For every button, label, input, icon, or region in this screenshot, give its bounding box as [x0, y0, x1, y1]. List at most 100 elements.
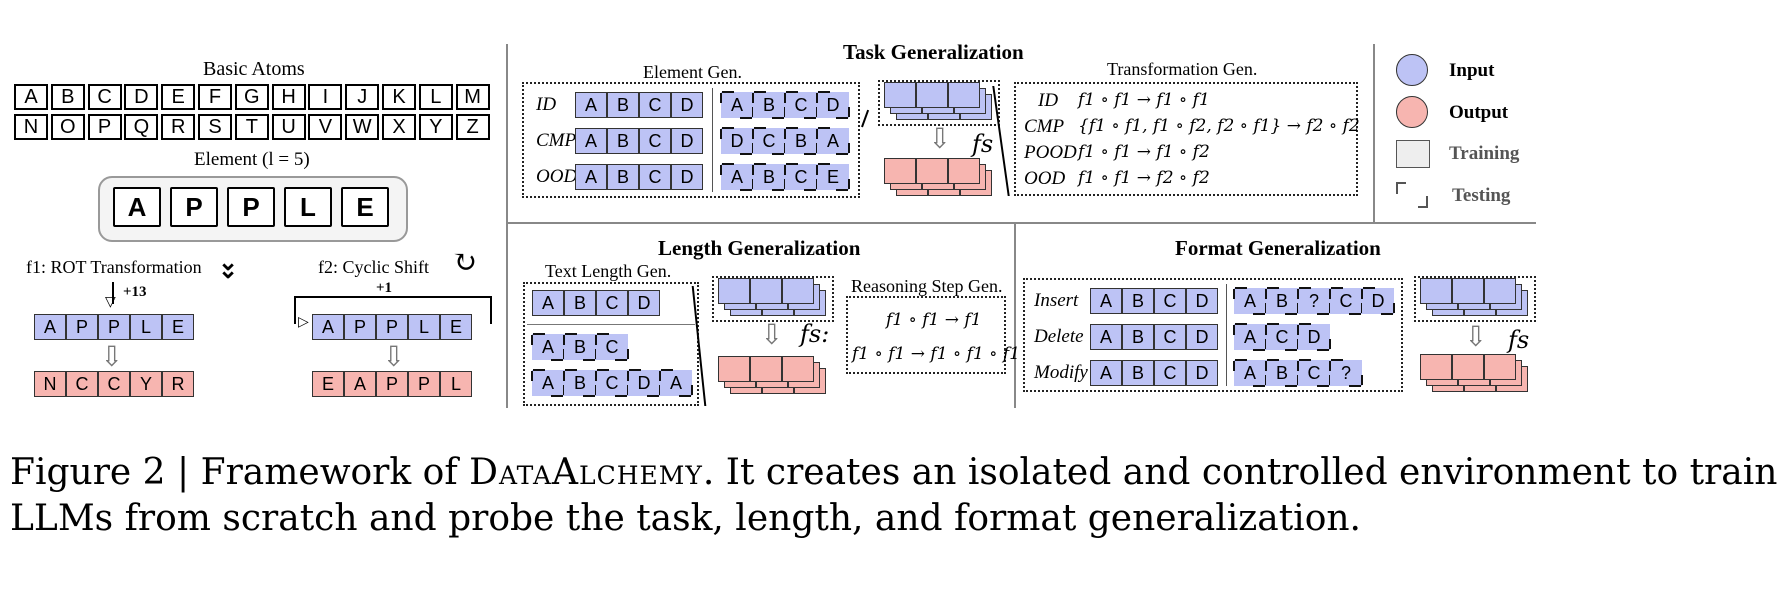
- chevron-double-down-icon: ⌄⌄: [218, 247, 239, 284]
- refresh-icon: ↻: [452, 245, 478, 280]
- stack-output-cell: [948, 158, 980, 184]
- test-cell: C: [595, 333, 629, 361]
- train-cell: A: [1090, 324, 1122, 350]
- atom-cell: X: [382, 114, 416, 140]
- atom-cell: E: [161, 84, 196, 110]
- train-test-separator: [527, 324, 695, 325]
- format-gen-box: [1023, 278, 1403, 392]
- test-cell: B: [563, 333, 597, 361]
- test-cell: ?: [1329, 359, 1363, 387]
- train-cell: A: [1090, 360, 1122, 386]
- stack-output-cell: [750, 356, 782, 382]
- train-cell: C: [639, 128, 671, 154]
- train-cell: C: [596, 290, 628, 316]
- train-cell: D: [1186, 360, 1218, 386]
- f1-output-cell: C: [98, 371, 130, 397]
- element-gen-title: Element Gen.: [643, 62, 742, 82]
- train-cell: D: [671, 128, 703, 154]
- f2-shift: +1: [376, 280, 393, 296]
- transform-expr: f1 ∘ f1 → f2 ∘ f2: [1078, 168, 1210, 188]
- hollow-down-arrow-icon: ⇩: [382, 340, 406, 373]
- stack-input-cell: [750, 278, 782, 304]
- stack-output-cell: [782, 356, 814, 382]
- test-cell: A: [531, 369, 565, 397]
- f2-input-cell: L: [408, 314, 440, 340]
- length-stack-box: [712, 276, 834, 322]
- format-gen-title: Format Generalization: [1175, 236, 1381, 260]
- transform-expr: f1 ∘ f1 → f1 ∘ f1: [1078, 90, 1210, 110]
- stack-input-cell: [1484, 278, 1516, 304]
- stack-output-cell: [718, 356, 750, 382]
- test-cell: C: [1329, 287, 1363, 315]
- atom-cell: Z: [455, 114, 490, 140]
- test-cell: B: [752, 163, 786, 191]
- train-cell: C: [639, 92, 671, 118]
- stack-output-cell: [916, 158, 948, 184]
- row-label: Modify: [1034, 362, 1088, 383]
- f1-shift: +13: [123, 284, 147, 300]
- train-cell: D: [628, 290, 660, 316]
- transform-label: ID: [1038, 90, 1059, 111]
- train-cell: A: [575, 92, 607, 118]
- format-stack-box: [1414, 276, 1536, 322]
- f2-output-cell: L: [440, 371, 472, 397]
- f1-input-cell: P: [66, 314, 98, 340]
- test-cell: B: [1265, 359, 1299, 387]
- atom-cell: T: [234, 114, 269, 140]
- element-letter: A: [113, 187, 161, 227]
- atom-cell: S: [198, 114, 232, 140]
- f1-output-cell: R: [162, 371, 194, 397]
- f2-input-cell: P: [376, 314, 408, 340]
- test-cell: D: [720, 127, 754, 155]
- train-cell: C: [639, 164, 671, 190]
- basic-atoms-title: Basic Atoms: [203, 58, 305, 80]
- atom-cell: U: [271, 114, 306, 140]
- reasoning-step-title: Reasoning Step Gen.: [851, 276, 1003, 296]
- output-legend-label: Output: [1449, 102, 1509, 123]
- train-cell: B: [607, 92, 639, 118]
- transform-gen-title: Transformation Gen.: [1107, 59, 1258, 79]
- f1-output-cell: N: [34, 371, 66, 397]
- atom-cell: Y: [418, 114, 453, 140]
- figure-caption-line-2: LLMs from scratch and probe the task, le…: [10, 498, 1362, 539]
- f1-input-cell: P: [98, 314, 130, 340]
- row-label: ID: [536, 94, 557, 115]
- atom-cell: Q: [124, 114, 159, 140]
- reasoning-step-box: [846, 296, 1006, 374]
- f2-output-cell: P: [376, 371, 408, 397]
- transform-label: POOD: [1024, 142, 1077, 163]
- atom-cell: H: [271, 84, 306, 110]
- panel-divider: [1373, 44, 1375, 222]
- reasoning-expr-1: f1 ∘ f1 → f1: [886, 310, 982, 330]
- stack-output-cell: [1420, 354, 1452, 380]
- train-cell: A: [575, 128, 607, 154]
- training-legend-swatch: [1396, 140, 1430, 168]
- test-cell: B: [752, 91, 786, 119]
- row-label: Insert: [1034, 290, 1079, 311]
- f1-title: f1: ROT Transformation: [26, 257, 202, 277]
- atom-cell: F: [198, 84, 232, 110]
- train-cell: A: [532, 290, 564, 316]
- task-gen-title: Task Generalization: [843, 40, 1024, 64]
- transform-expr: {f1 ∘ f1, f1 ∘ f2, f2 ∘ f1} → f2 ∘ f2: [1078, 116, 1360, 136]
- atom-cell: N: [14, 114, 48, 140]
- f2-output-cell: E: [312, 371, 344, 397]
- fs-label: fs: [1508, 326, 1530, 354]
- atom-cell: B: [50, 84, 85, 110]
- element-gen-box: [522, 82, 860, 198]
- row-label: OOD: [536, 166, 578, 187]
- train-cell: B: [1122, 360, 1154, 386]
- stack-input-cell: [884, 82, 916, 108]
- fs-label: fs:: [800, 320, 830, 348]
- reasoning-expr-2: f1 ∘ f1 → f1 ∘ f1 ∘ f1: [852, 344, 1021, 364]
- transform-label: CMP: [1024, 116, 1065, 137]
- element-letter: E: [341, 187, 389, 227]
- train-test-separator: [1226, 284, 1227, 386]
- stack-input-cell: [718, 278, 750, 304]
- f1-output-cell: C: [66, 371, 98, 397]
- row-label: CMP: [536, 130, 577, 151]
- atom-cell: P: [87, 114, 122, 140]
- test-cell: A: [720, 91, 754, 119]
- atom-cell: W: [345, 114, 380, 140]
- test-cell: A: [531, 333, 565, 361]
